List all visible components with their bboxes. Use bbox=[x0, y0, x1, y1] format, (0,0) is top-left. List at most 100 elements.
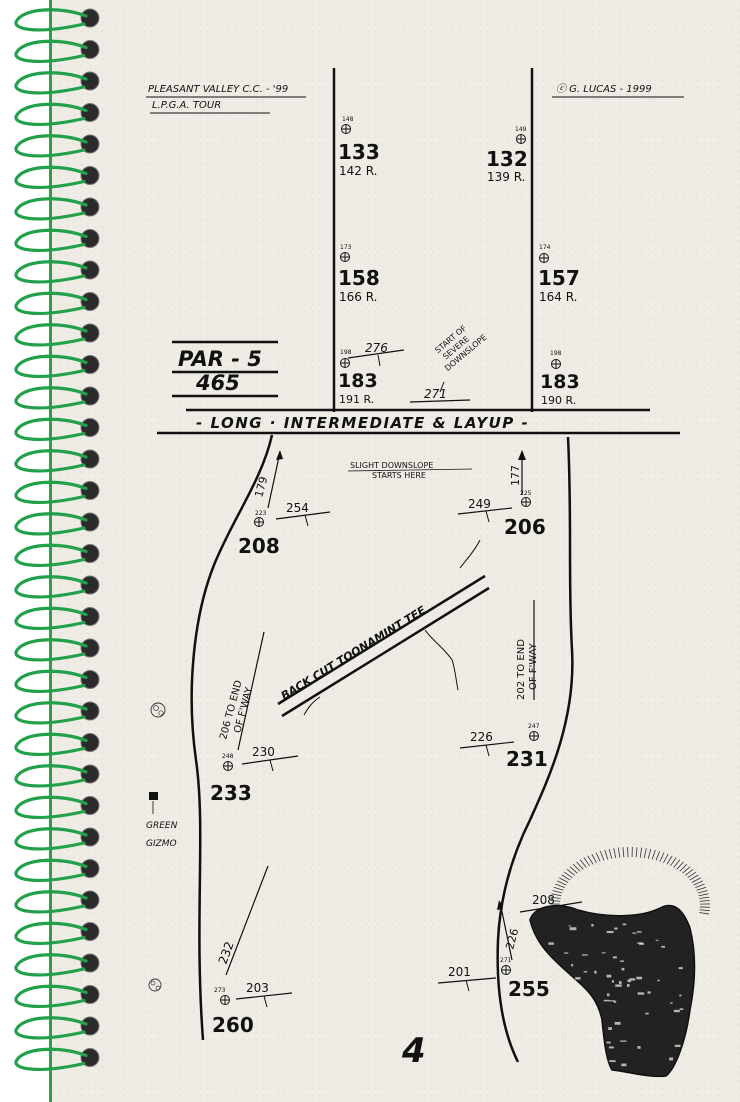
mound-hatch bbox=[550, 896, 561, 899]
mound-hatch bbox=[696, 886, 707, 891]
green-gizmo-label-2: GIZMO bbox=[146, 839, 177, 849]
hazard-fleck bbox=[637, 1046, 641, 1049]
mound-hatch bbox=[673, 859, 681, 868]
hazard-fleck bbox=[573, 996, 577, 998]
mound-hatch bbox=[699, 896, 710, 899]
binding-coil bbox=[14, 354, 88, 379]
mound-hatch bbox=[599, 851, 605, 861]
hazard-fleck bbox=[564, 952, 569, 954]
hazard-fleck bbox=[603, 999, 610, 1002]
mound-hatching bbox=[550, 847, 710, 915]
hazard-fleck bbox=[613, 1001, 617, 1003]
binding-coil bbox=[14, 165, 88, 190]
binding-coil bbox=[14, 386, 88, 410]
binding-hole bbox=[81, 355, 99, 374]
mound-hatch bbox=[635, 847, 638, 858]
mound-hatch bbox=[552, 890, 563, 894]
binding-coil bbox=[14, 102, 88, 127]
binding-hole bbox=[81, 324, 99, 342]
binding-hole bbox=[81, 796, 99, 815]
mound-hatch bbox=[551, 893, 562, 897]
mound-hatch bbox=[693, 880, 703, 886]
mound-hatch bbox=[698, 893, 709, 897]
svg-text:226: 226 bbox=[470, 730, 493, 744]
binding-hole bbox=[81, 607, 99, 626]
fairway-marker-208: 223 208 254 bbox=[238, 501, 331, 558]
svg-text:208: 208 bbox=[238, 534, 280, 558]
hazard-fleck bbox=[669, 1057, 674, 1061]
hazard-fleck bbox=[639, 942, 644, 945]
svg-text:191 R.: 191 R. bbox=[339, 393, 374, 406]
binding-hole bbox=[81, 891, 99, 909]
right-end-of-fairway-note: 202 TO END OF F'WAY bbox=[516, 639, 539, 700]
binding-coil bbox=[14, 228, 88, 253]
tree-icon bbox=[148, 978, 162, 992]
slight-downslope-line2: STARTS HERE bbox=[372, 471, 426, 480]
svg-text:190 R.: 190 R. bbox=[541, 394, 576, 407]
hazard-fleck bbox=[553, 971, 558, 974]
svg-text:174: 174 bbox=[539, 244, 551, 251]
hazard-fleck bbox=[581, 954, 588, 956]
svg-text:233: 233 bbox=[210, 781, 252, 805]
hazard-fleck bbox=[647, 991, 651, 994]
tour-name: L.P.G.A. TOUR bbox=[152, 100, 221, 111]
binding-coil bbox=[14, 449, 88, 473]
binding-hole bbox=[81, 513, 99, 531]
hazard-fleck bbox=[608, 1000, 616, 1002]
svg-text:183: 183 bbox=[540, 371, 580, 393]
svg-text:203: 203 bbox=[246, 981, 269, 995]
tee-label: BACK CUT TOONAMINT TEE bbox=[279, 603, 429, 702]
hazard-fleck bbox=[568, 925, 572, 927]
arrow-232 bbox=[225, 865, 269, 976]
binding-hole bbox=[81, 481, 99, 500]
mound-hatch bbox=[572, 863, 581, 872]
hazard-fleck bbox=[621, 967, 625, 971]
binding-coils bbox=[14, 8, 88, 1072]
mound-hatch bbox=[663, 853, 669, 864]
binding-coil bbox=[14, 575, 88, 599]
hazard-fleck bbox=[679, 1008, 684, 1011]
arrow-226 bbox=[499, 901, 513, 961]
mound-hatch bbox=[566, 868, 576, 876]
svg-text:198: 198 bbox=[550, 350, 562, 357]
top-marker-3: 173 158 166 R. bbox=[338, 244, 380, 304]
mound-hatch bbox=[553, 886, 564, 891]
hazard-fleck bbox=[562, 1035, 569, 1037]
hazard-fleck bbox=[608, 1046, 614, 1049]
svg-text:164 R.: 164 R. bbox=[539, 290, 577, 304]
top-marker-2: 149 132 139 R. bbox=[486, 126, 528, 184]
binding-coil bbox=[14, 512, 88, 536]
hazard-fleck bbox=[614, 927, 618, 930]
mound-hatch bbox=[684, 868, 694, 876]
hazard-fleck bbox=[582, 1058, 585, 1061]
svg-text:OF F'WAY: OF F'WAY bbox=[528, 642, 539, 690]
mound-hatch bbox=[676, 861, 684, 870]
binding-coil bbox=[14, 732, 88, 757]
fairway-marker-231: 247 231 226 bbox=[459, 723, 548, 771]
binding-coil bbox=[14, 134, 88, 158]
hazard-fleck bbox=[552, 973, 557, 977]
hazard-fleck bbox=[583, 1004, 587, 1008]
mound-hatch bbox=[583, 857, 590, 867]
svg-text:255: 255 bbox=[508, 977, 550, 1001]
back-tee[interactable]: BACK CUT TOONAMINT TEE bbox=[277, 574, 490, 718]
mound-hatch bbox=[697, 890, 708, 894]
mound-hatch bbox=[687, 871, 697, 879]
binding-coil bbox=[14, 543, 88, 568]
svg-text:231: 231 bbox=[506, 747, 548, 771]
lower-fairway-left-edge bbox=[190, 434, 274, 1041]
mound-hatch bbox=[617, 847, 621, 858]
binding-coil bbox=[14, 260, 88, 284]
hazard-fleck bbox=[611, 980, 614, 983]
hazard-fleck bbox=[578, 1048, 583, 1050]
green-gizmo-marker bbox=[149, 792, 158, 800]
mound-hatch bbox=[587, 855, 594, 865]
hazard-fleck bbox=[670, 1002, 673, 1004]
notebook-paper bbox=[50, 0, 740, 1102]
hazard-fleck bbox=[609, 1060, 616, 1063]
binding-coil bbox=[14, 701, 88, 725]
binding-coil bbox=[14, 638, 88, 662]
binding-hole bbox=[81, 72, 99, 90]
mound-hatch bbox=[659, 852, 665, 862]
